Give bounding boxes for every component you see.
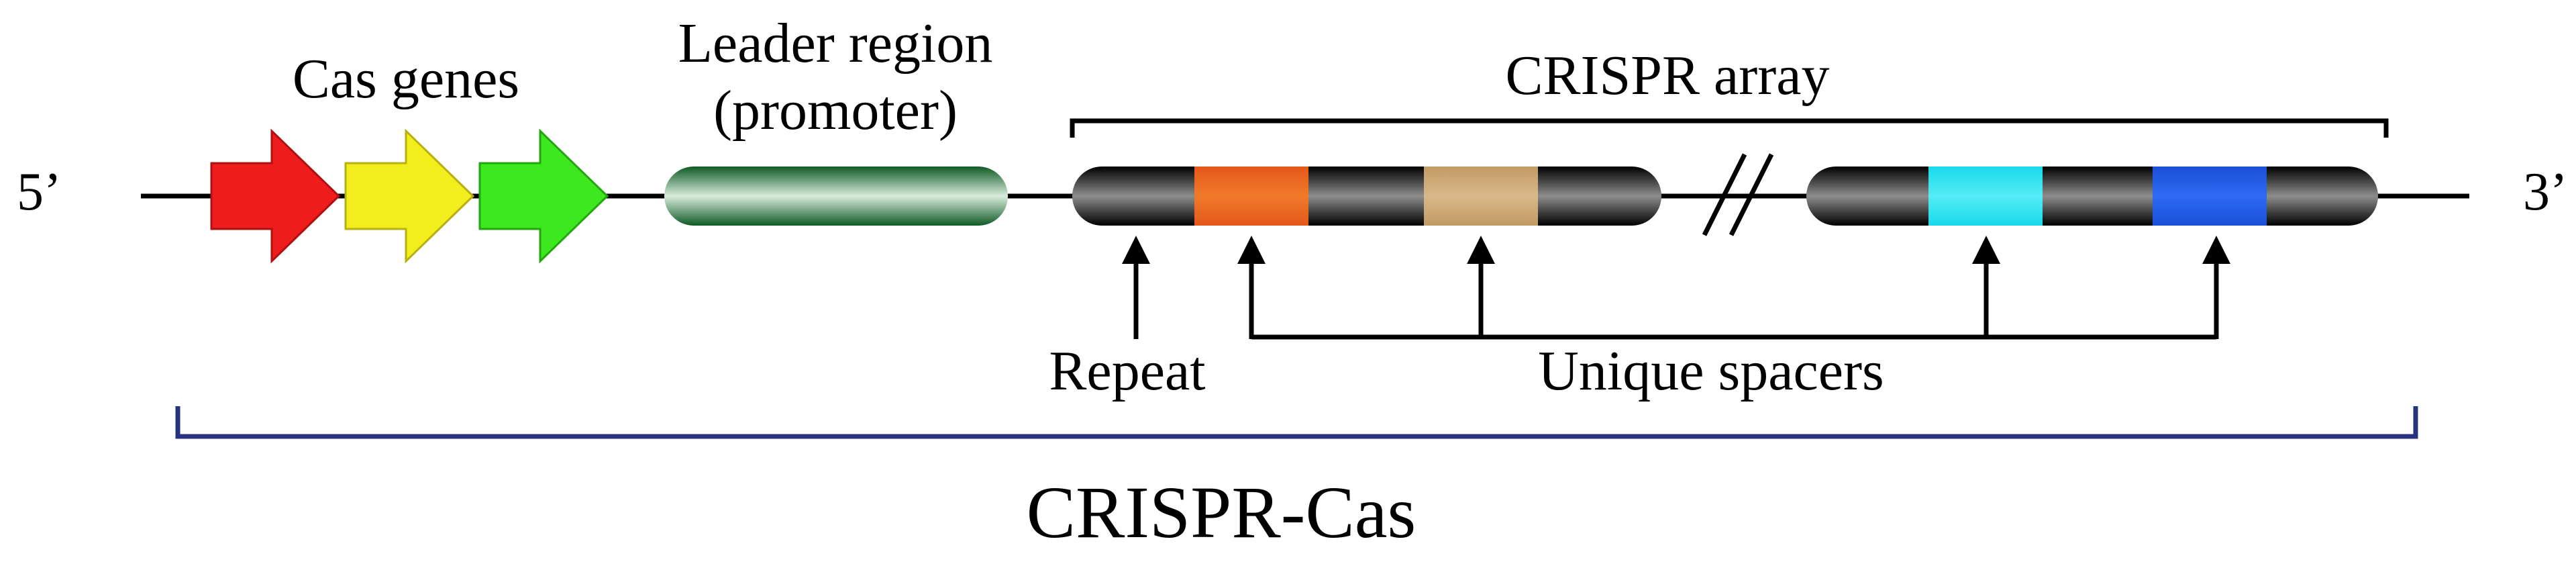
cas-gene-green-arrow bbox=[478, 128, 609, 264]
leader-region-label: Leader region bbox=[678, 12, 993, 75]
crispr-array-label: CRISPR array bbox=[1506, 44, 1830, 107]
promoter-label: (promoter) bbox=[713, 79, 958, 142]
five-prime-label: 5’ bbox=[17, 162, 62, 222]
cas-gene-yellow-arrow bbox=[344, 128, 475, 264]
spacer-pointers bbox=[1237, 236, 2230, 340]
crispr-cas-bracket bbox=[175, 406, 2418, 439]
spacer-blue bbox=[2153, 167, 2267, 226]
spacer-tan bbox=[1424, 167, 1538, 226]
cas-genes-label: Cas genes bbox=[293, 48, 519, 110]
cas-genes bbox=[210, 128, 609, 264]
three-prime-label: 3’ bbox=[2523, 162, 2568, 222]
repeat-bar-right bbox=[1806, 167, 2378, 226]
crispr-array-bracket bbox=[1070, 118, 2389, 138]
crispr-cas-label: CRISPR-Cas bbox=[1027, 471, 1416, 553]
cas-gene-red-arrow bbox=[210, 128, 341, 264]
repeat-bar-left bbox=[1072, 167, 1661, 226]
leader-region-bar bbox=[664, 167, 1008, 226]
crispr-array-segment-right bbox=[1806, 167, 2378, 226]
sequence-break-mark bbox=[1702, 153, 1774, 236]
repeat-label: Repeat bbox=[1049, 340, 1205, 402]
unique-spacers-label: Unique spacers bbox=[1538, 340, 1884, 402]
spacer-orange bbox=[1194, 167, 1308, 226]
spacer-cyan bbox=[1928, 167, 2043, 226]
crispr-array-segment-left bbox=[1072, 167, 1661, 226]
